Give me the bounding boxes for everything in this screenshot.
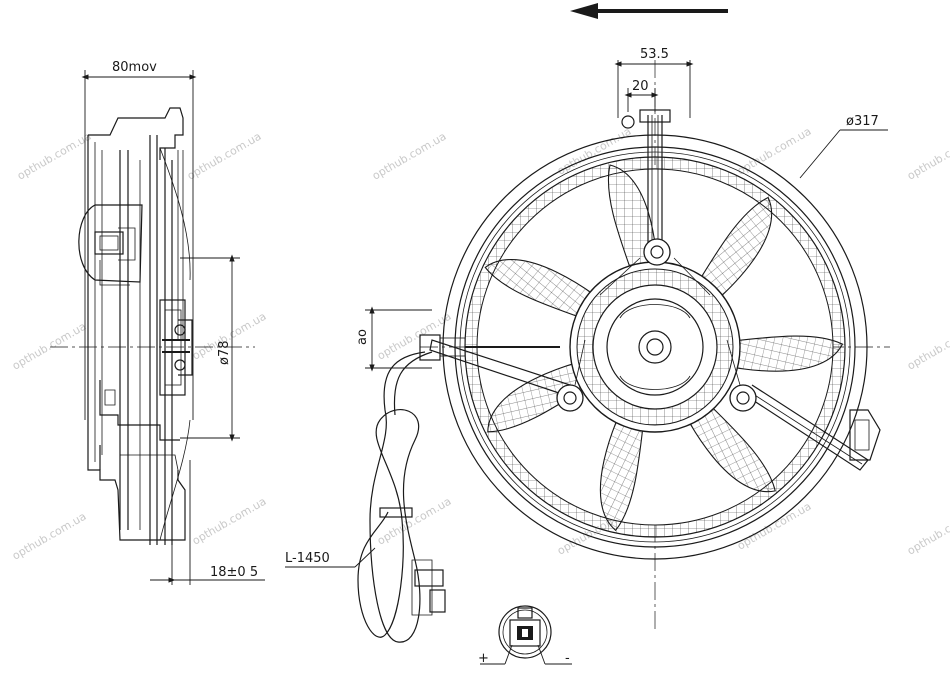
watermark-text: opthub.com.ua (375, 495, 454, 548)
depth-dimension-label: 80mov (112, 60, 157, 75)
front-dimensions: 53.5 20 ø317 ao (355, 47, 888, 372)
diameter-label: ø317 (846, 114, 879, 129)
watermark-text: opthub.com.ua (905, 130, 950, 183)
plus-terminal-label: + (478, 651, 489, 666)
minus-terminal-label: - (565, 651, 570, 666)
watermark-text: opthub.com.ua (185, 130, 264, 183)
watermark-text: opthub.com.ua (905, 320, 950, 373)
side-view: 80mov ø78 (50, 60, 265, 585)
width-inner-label: 20 (632, 79, 649, 94)
watermark-text: opthub.com.ua (370, 130, 449, 183)
offset-label: ao (355, 329, 370, 345)
watermark-text: opthub.com.ua (15, 130, 94, 183)
watermark-text: opthub.com.ua (190, 495, 269, 548)
front-view (419, 60, 890, 630)
power-cable: L-1450 (285, 351, 446, 643)
arrow-left-icon (570, 3, 728, 19)
cable-length-label: L-1450 (285, 551, 330, 566)
watermark-text: opthub.com.ua (10, 510, 89, 563)
plug-connector: + - (478, 605, 572, 666)
watermark-text: opthub.com.ua (10, 320, 89, 373)
width-outer-label: 53.5 (640, 47, 669, 62)
hub-dimension-label: ø78 (217, 341, 232, 366)
watermark-text: opthub.com.ua (905, 505, 950, 558)
thickness-dimension-label: 18±0 5 (210, 565, 258, 580)
